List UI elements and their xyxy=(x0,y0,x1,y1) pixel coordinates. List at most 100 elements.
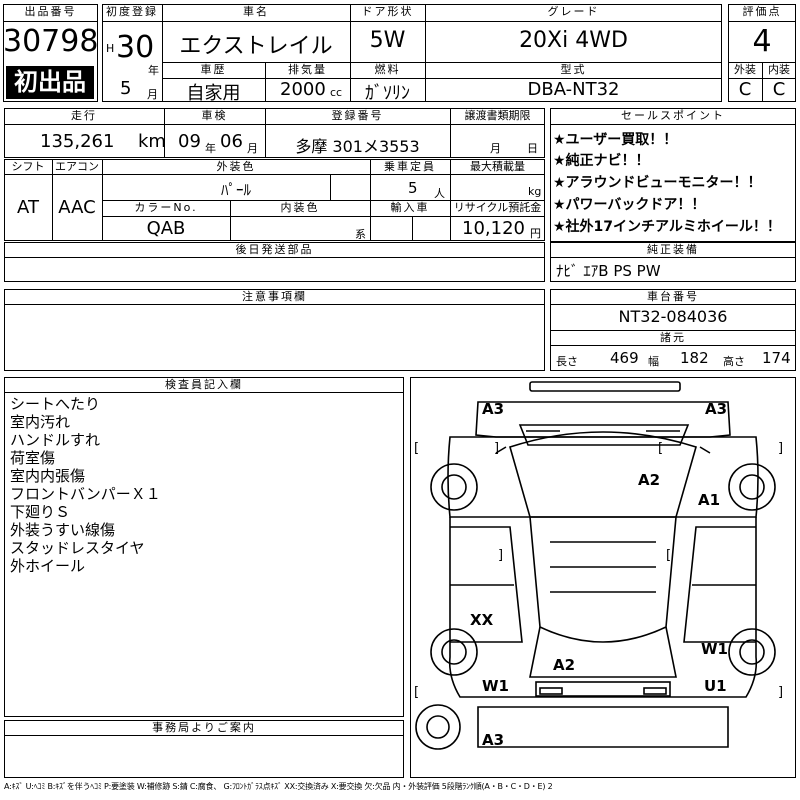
plate-number: 多摩 301メ3553 xyxy=(295,137,420,156)
inspector-line: ハンドルすれ xyxy=(10,431,101,449)
inspector-line: 下廻りＳ xyxy=(10,503,71,521)
damage-mark: A3 xyxy=(705,400,728,418)
reg-month: 5 xyxy=(120,78,132,99)
recycle-unit: 円 xyxy=(530,227,541,240)
first-listing-badge: 初出品 xyxy=(6,66,94,99)
era: H xyxy=(106,42,115,55)
fuel: ｶﾞｿﾘﾝ xyxy=(365,83,410,104)
height-label: 高さ xyxy=(723,355,745,368)
dims-label: 諸元 xyxy=(660,331,686,344)
ac-label: エアコン xyxy=(55,160,99,173)
chassis-label: 車台番号 xyxy=(647,290,699,303)
top-info-box xyxy=(102,4,722,102)
load-unit: kg xyxy=(528,185,542,198)
lot-box xyxy=(3,4,98,102)
transfer-day: 日 xyxy=(527,142,538,155)
recycle-label: リサイクル預託金 xyxy=(453,201,542,214)
width-label: 幅 xyxy=(648,355,659,368)
inspector-box xyxy=(4,377,404,717)
history: 自家用 xyxy=(186,83,241,104)
capacity-unit: 人 xyxy=(434,187,445,200)
mileage-label: 走行 xyxy=(71,109,97,122)
sales-points-box xyxy=(550,108,796,242)
car-diagram-box xyxy=(410,377,796,778)
inspector-line: 室内内張傷 xyxy=(10,467,86,485)
notes-label: 注意事項欄 xyxy=(242,290,307,303)
score: 4 xyxy=(752,24,772,59)
interior-color-unit: 系 xyxy=(355,228,366,241)
length-label: 長さ xyxy=(556,355,578,368)
lot-number: 30798 xyxy=(3,24,99,59)
shift-label: シフト xyxy=(11,160,45,173)
office-label: 事務局よりご案内 xyxy=(152,721,256,734)
inspector-line: シートへたり xyxy=(10,395,101,413)
inspector-line: フロントバンパーＸ１ xyxy=(10,485,161,503)
row2-box xyxy=(4,108,545,158)
sales-point-item: ★パワーバックドア！！ xyxy=(553,197,706,213)
reg-month-unit: 月 xyxy=(147,88,158,101)
color-no: QAB xyxy=(146,218,186,239)
length: 469 xyxy=(610,349,639,367)
options-label: 純正装備 xyxy=(647,243,699,256)
options-value: ﾅﾋﾞ ｴｱB PS PW xyxy=(556,262,661,280)
score-label: 評価点 xyxy=(742,5,782,18)
grade: 20Xi 4WD xyxy=(519,28,628,53)
color: ﾊﾟｰﾙ xyxy=(220,181,251,199)
door-type: 5W xyxy=(369,28,406,53)
damage-mark: A1 xyxy=(698,491,721,509)
damage-mark: A2 xyxy=(638,471,661,489)
car-name: エクストレイル xyxy=(179,34,333,59)
exterior-label: 外装 xyxy=(734,63,756,76)
damage-mark: U1 xyxy=(704,677,727,695)
damage-mark: A2 xyxy=(553,656,576,674)
damage-mark: A3 xyxy=(482,731,505,749)
inspector-line: 荷室傷 xyxy=(10,449,56,467)
sales-points-label: セールスポイント xyxy=(621,109,725,122)
bracket-marker: [ xyxy=(414,441,420,456)
office-box xyxy=(4,720,404,778)
legend-text: A:ｷｽﾞ U:ﾍｺﾐ B:ｷｽﾞを伴うﾍｺﾐ P:要塗装 W:補修跡 S:錆 … xyxy=(4,782,553,791)
displacement-unit: cc xyxy=(330,86,343,99)
damage-mark: W1 xyxy=(482,677,509,695)
mileage: 135,261 xyxy=(40,131,115,152)
inspection-month: 06 xyxy=(220,131,243,152)
fuel-label: 燃料 xyxy=(374,63,401,76)
chassis-number: NT32-084036 xyxy=(618,307,728,326)
first-reg-label: 初度登録 xyxy=(106,5,158,18)
bracket-marker: ] xyxy=(498,548,504,563)
damage-mark: A3 xyxy=(482,400,505,418)
inspection-year: 09 xyxy=(178,131,201,152)
displacement-label: 排気量 xyxy=(288,63,327,76)
bracket-marker: ] xyxy=(494,441,500,456)
grade-label: グレード xyxy=(547,5,600,18)
bracket-marker: [ xyxy=(666,548,672,563)
damage-mark: XX xyxy=(470,611,494,629)
width: 182 xyxy=(680,349,709,367)
inspector-line: スタッドレスタイヤ xyxy=(10,539,145,557)
color-label: 外装色 xyxy=(216,160,256,173)
history-label: 車歴 xyxy=(200,63,227,76)
ac: AAC xyxy=(58,197,96,218)
import-label: 輸入車 xyxy=(390,201,430,214)
recycle-fee: 10,120 xyxy=(462,218,525,239)
car-diagram xyxy=(415,381,776,750)
lot-label: 出品番号 xyxy=(24,5,77,18)
sales-point-item: ★ユーザー買取！！ xyxy=(553,132,678,148)
bracket-marker: [ xyxy=(658,441,664,456)
damage-mark: W1 xyxy=(701,640,728,658)
later-parts-label: 後日発送部品 xyxy=(235,243,314,256)
sales-point-item: ★社外17インチアルミホイール！！ xyxy=(553,219,781,235)
inspector-line: 外装うすい線傷 xyxy=(10,521,116,539)
shift: AT xyxy=(17,197,39,218)
mileage-unit: km xyxy=(138,131,166,152)
model-code: DBA-NT32 xyxy=(527,79,620,100)
load-label: 最大積載量 xyxy=(470,160,525,173)
plate-label: 登録番号 xyxy=(331,109,384,122)
interior-color-label: 内装色 xyxy=(280,201,320,214)
capacity: 5 xyxy=(408,179,418,197)
inspection-year-unit: 年 xyxy=(205,142,216,155)
model-label: 型式 xyxy=(560,63,587,76)
car-name-label: 車名 xyxy=(243,5,269,18)
door-label: ドア形状 xyxy=(361,5,414,18)
transfer-label: 譲渡書類期限 xyxy=(464,109,531,122)
